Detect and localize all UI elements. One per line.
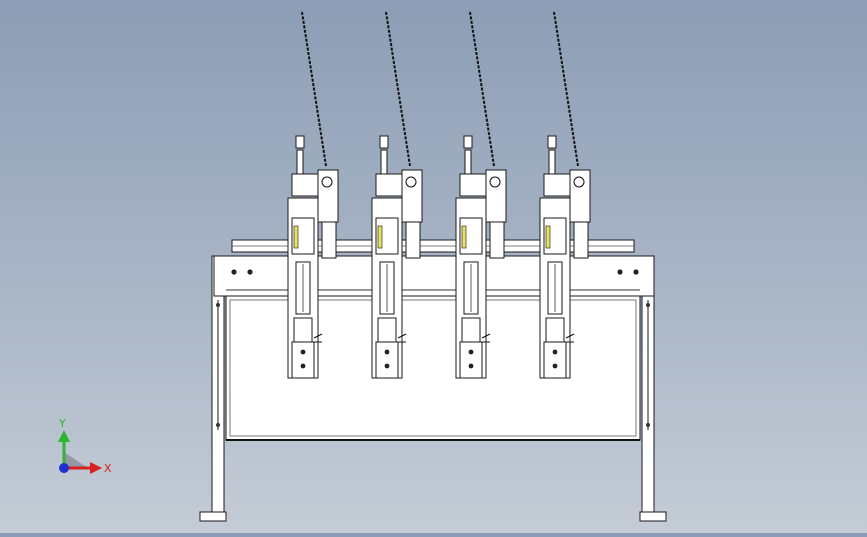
head-motor-lower [321,221,337,259]
head-guide-highlight [545,225,551,249]
crossbeam-bolt-2 [617,269,623,275]
head-upper-block [375,173,403,197]
head-top-cap [547,135,557,149]
head-clamp [461,317,481,343]
head-top-cap [463,135,473,149]
head-motor-pulley [489,176,501,188]
head-top-cap [295,135,305,149]
left-leg-bolt-1 [216,423,220,427]
head-bottom-bolt-2 [468,363,474,369]
triad-x-label: X [104,462,112,475]
left-foot [199,511,227,522]
head-motor-pulley [573,176,585,188]
head-bottom-bolt-1 [384,349,390,355]
head-guide-highlight [293,225,299,249]
head-bottom-bolt-2 [384,363,390,369]
crossbeam [213,255,655,297]
back-panel-inner-edge [229,299,637,437]
print-head-2 [371,11,423,379]
head-bottom-plate [375,341,399,379]
crossbeam-bolt-3 [633,269,639,275]
head-motor-lower [573,221,589,259]
head-nozzle-tip [397,333,407,343]
head-clamp [377,317,397,343]
triad-x-arrowhead [90,462,102,474]
head-top-rod [296,149,304,175]
head-cable [385,11,411,167]
head-top-rod [548,149,556,175]
triad-xy-plane-marker [64,452,88,468]
gantry-machine [199,11,667,522]
head-top-rod [464,149,472,175]
head-cable [553,11,579,167]
triad-z-axis-dot [59,463,69,473]
head-clamp [293,317,313,343]
head-bottom-bolt-1 [300,349,306,355]
right-leg-bolt-0 [646,303,650,307]
head-nozzle-tip [481,333,491,343]
right-leg-bolt-1 [646,423,650,427]
head-nozzle-tip [565,333,575,343]
triad-y-arrowhead [58,430,70,442]
head-bottom-bolt-1 [468,349,474,355]
head-bottom-bolt-2 [300,363,306,369]
head-upper-block [459,173,487,197]
head-clamp [545,317,565,343]
triad-y-label: Y [58,417,66,430]
head-upper-block [291,173,319,197]
head-motor-lower [405,221,421,259]
head-cable [301,11,327,167]
head-bottom-bolt-1 [552,349,558,355]
crossbeam-bolt-1 [247,269,253,275]
coordinate-triad: Y X [58,417,112,475]
head-bottom-bolt-2 [552,363,558,369]
head-guide-highlight [461,225,467,249]
head-motor-pulley [321,176,333,188]
crossbeam-bolt-0 [231,269,237,275]
head-nozzle-tip [313,333,323,343]
head-cable [469,11,495,167]
head-top-cap [379,135,389,149]
head-motor-lower [489,221,505,259]
right-foot [639,511,667,522]
head-bottom-plate [543,341,567,379]
head-bottom-plate [291,341,315,379]
head-upper-block [543,173,571,197]
head-motor-pulley [405,176,417,188]
head-top-rod [380,149,388,175]
left-leg-bolt-0 [216,303,220,307]
print-head-3 [455,11,507,379]
head-guide-highlight [377,225,383,249]
print-head-1 [287,11,339,379]
print-head-4 [539,11,591,379]
head-bottom-plate [459,341,483,379]
